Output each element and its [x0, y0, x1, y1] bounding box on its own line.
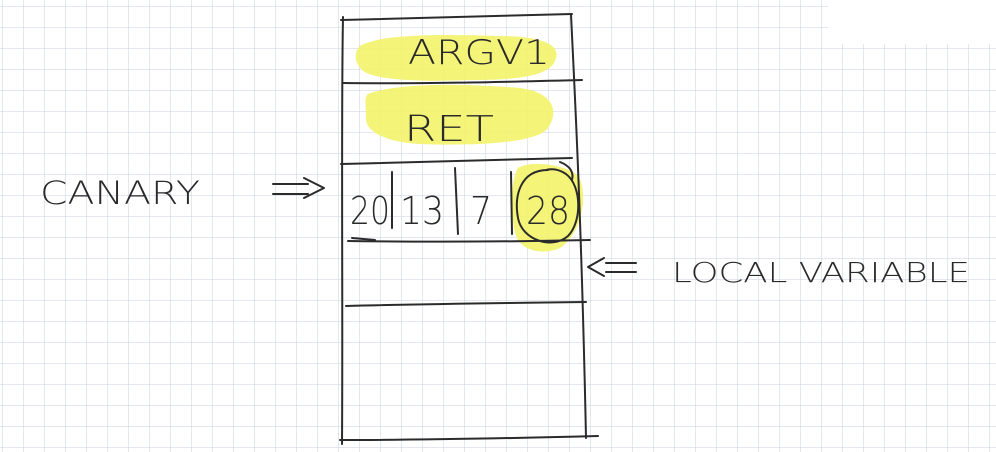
stack-divider-4: [345, 301, 587, 307]
stack-bottom-line: [339, 435, 599, 441]
canary-arrow: [272, 177, 325, 199]
ret-label: RET: [404, 109, 494, 150]
stack-frame: [339, 13, 599, 445]
stack-divider-2: [340, 157, 573, 165]
canary-byte-2: 13: [400, 189, 444, 233]
canary-circle: [515, 161, 580, 244]
blank-corner: [828, 0, 996, 44]
local-variable-label: LOCAL VARIABLE: [672, 256, 970, 289]
canary-separator-2: [454, 167, 459, 235]
canary-byte-4: 28: [526, 189, 570, 233]
stack-divider-3: [347, 239, 591, 243]
argv1-label: ARGV1: [408, 33, 550, 73]
highlight-argv1: [355, 35, 557, 81]
local-variable-arrow: [587, 257, 637, 277]
canary-byte-1: 20: [350, 189, 390, 233]
canary-bottom-tick: [351, 237, 376, 241]
canary-byte-3: 7: [470, 189, 492, 233]
highlight-canary-byte: [511, 163, 584, 252]
canary-label: CANARY: [40, 174, 200, 212]
stack-right-border: [570, 13, 587, 439]
canary-separator-3: [510, 171, 513, 235]
highlights: [355, 35, 584, 252]
stack-divider-1: [342, 79, 583, 85]
stack-left-border: [341, 16, 344, 445]
highlight-ret: [365, 84, 554, 145]
stack-top-line: [340, 13, 573, 21]
